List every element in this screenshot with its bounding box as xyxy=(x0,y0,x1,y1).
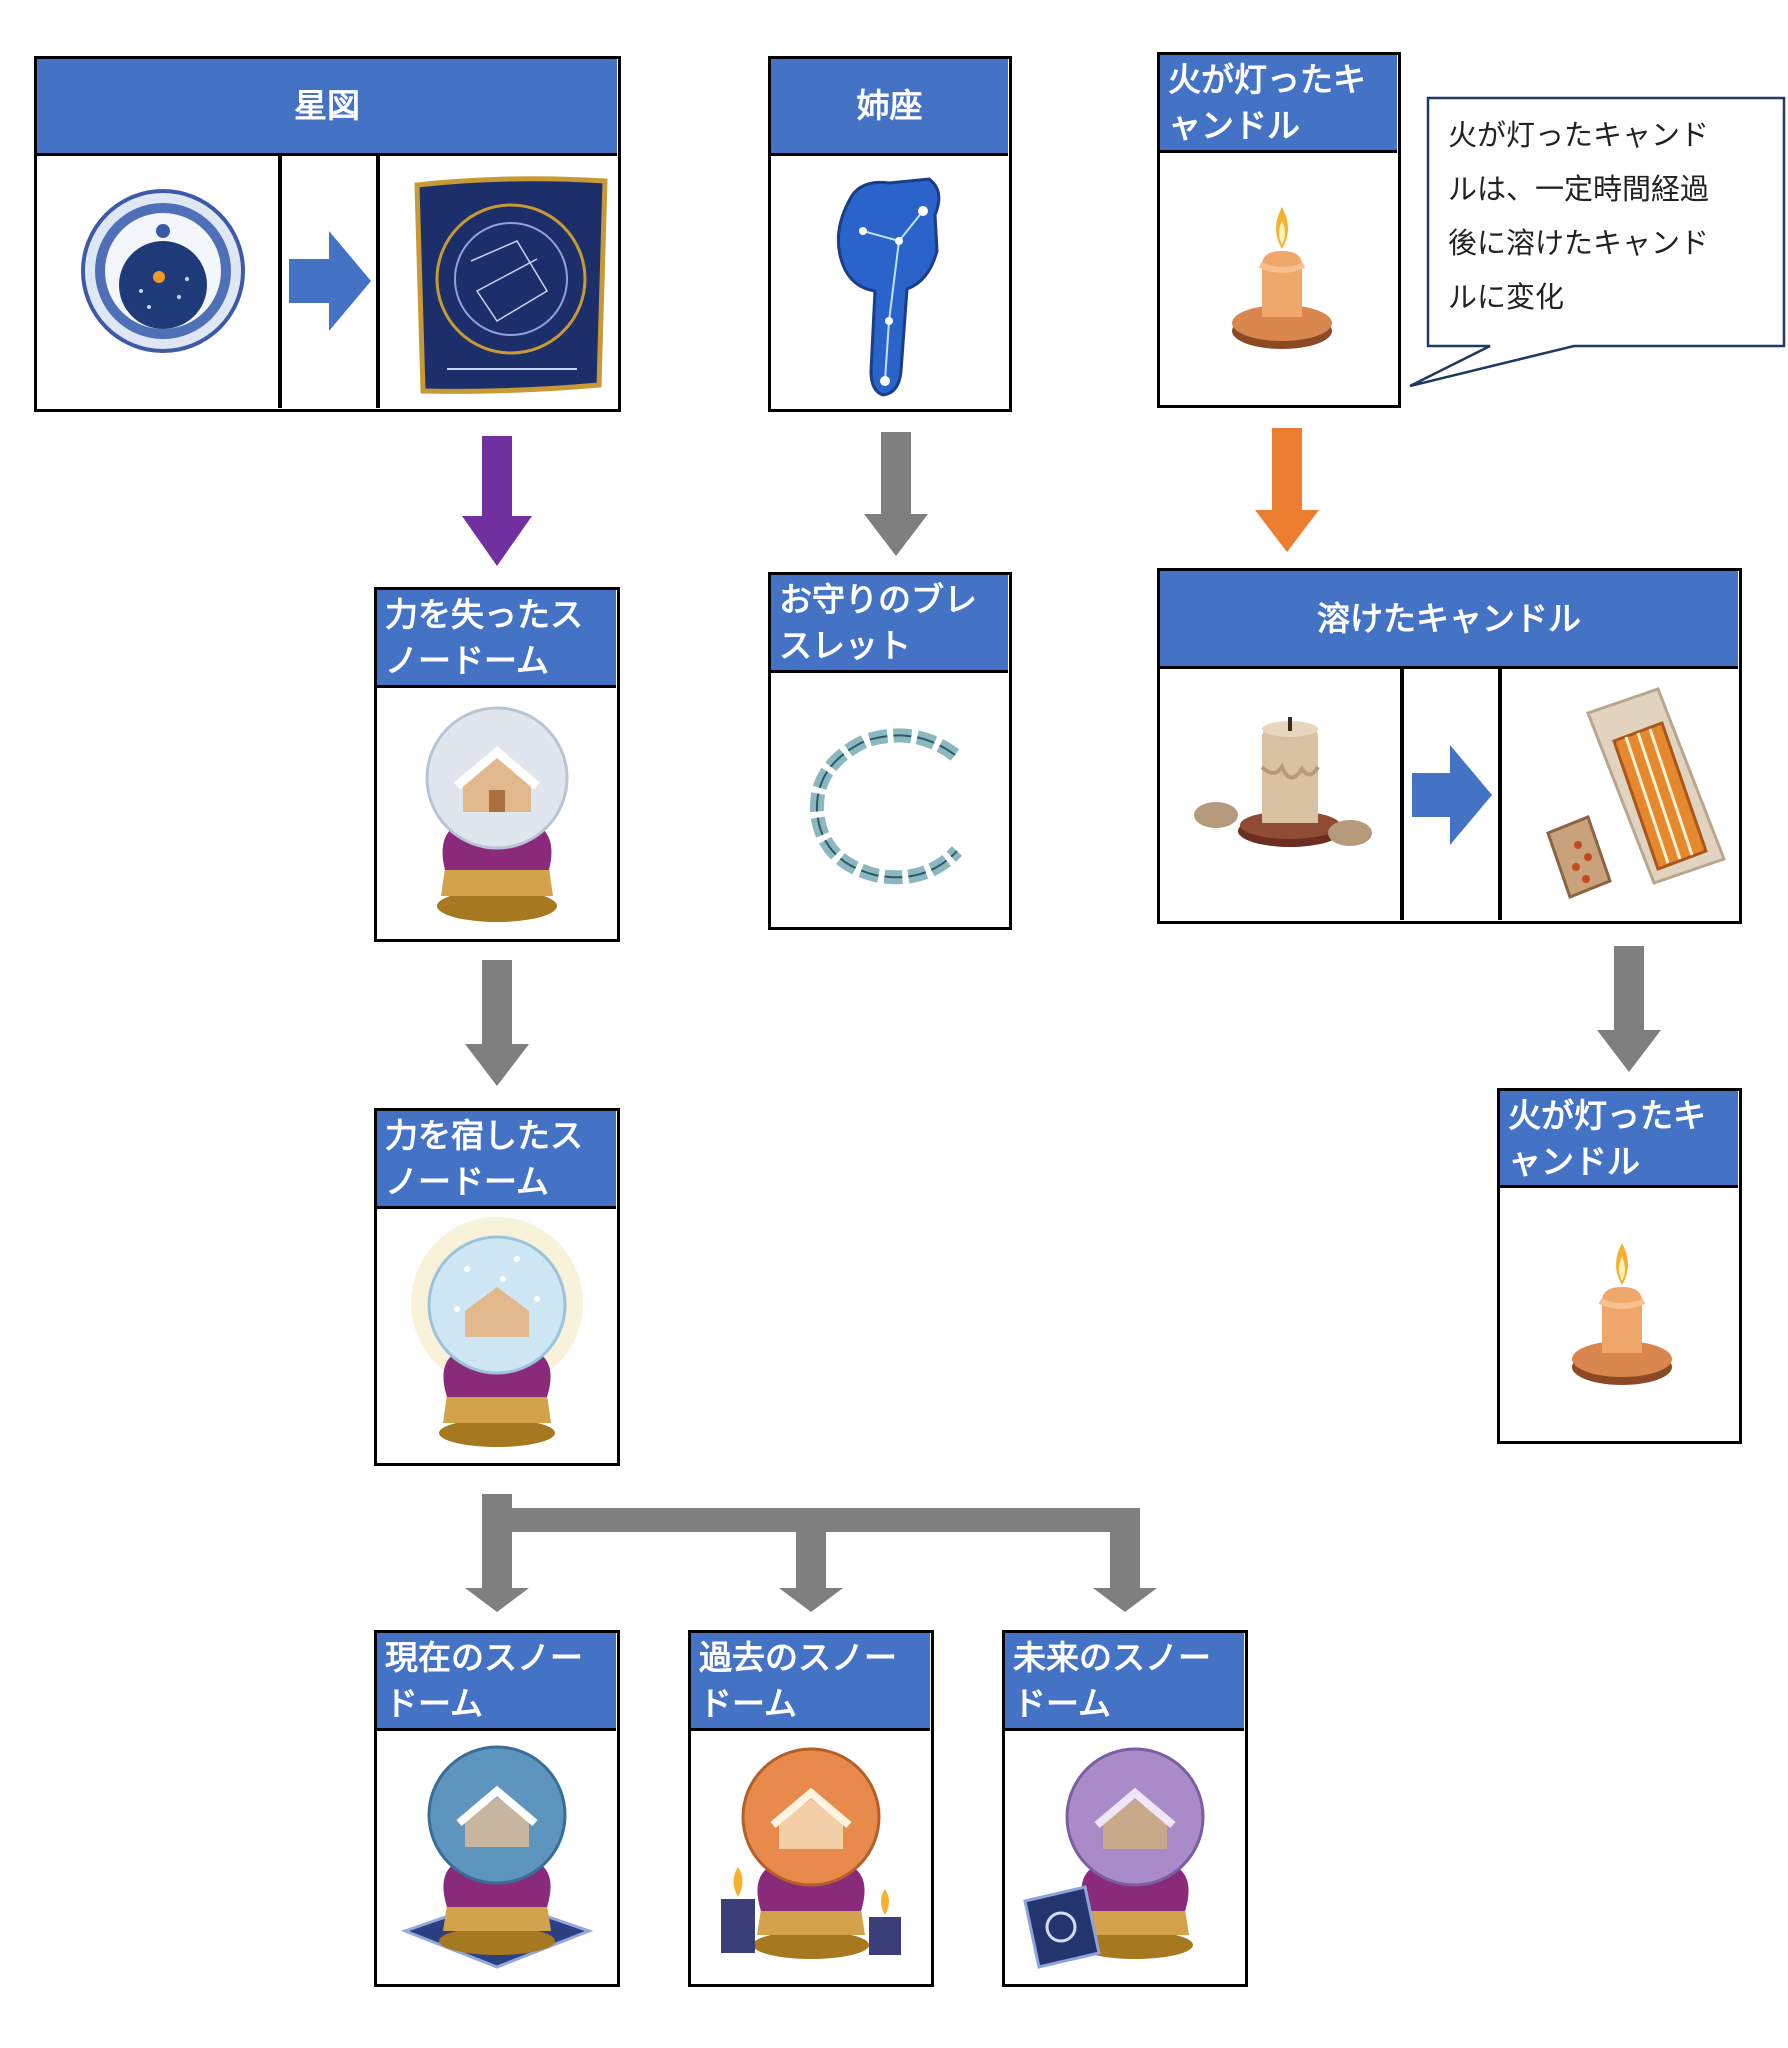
star-disk-icon xyxy=(81,189,245,353)
node-sister-constellation: 姉座 xyxy=(768,56,1012,412)
snowdome-dim-icon xyxy=(425,706,569,922)
lit-candle-icon xyxy=(1572,1243,1672,1385)
arrow-gray-bracelet xyxy=(864,432,928,556)
node-title: 現在のスノードーム xyxy=(377,1633,616,1731)
arrow-branch xyxy=(465,1494,1157,1612)
divider xyxy=(1400,669,1404,920)
callout-bubble xyxy=(1409,96,1786,388)
node-powered-snowdome: 力を宿したスノードーム xyxy=(374,1108,620,1466)
constellation-hand-icon xyxy=(836,177,941,397)
node-title: 姉座 xyxy=(771,59,1008,156)
snowdome-past-icon xyxy=(721,1747,901,1959)
node-title: 星図 xyxy=(37,59,617,156)
node-title: お守りのブレスレット xyxy=(771,575,1008,673)
divider xyxy=(1498,669,1502,920)
lit-candle-icon xyxy=(1232,207,1332,349)
melted-candle-icon xyxy=(1194,717,1372,847)
callout-text: 火が灯ったキャンド ルは、一定時間経過 後に溶けたキャンド ルに変化 xyxy=(1448,118,1710,314)
arrow-orange xyxy=(1255,428,1319,552)
divider xyxy=(278,156,282,408)
node-title: 過去のスノードーム xyxy=(691,1633,930,1731)
node-charm-bracelet: お守りのブレスレット xyxy=(768,572,1012,930)
node-title: 火が灯ったキャンドル xyxy=(1160,55,1397,153)
node-future-snowdome: 未来のスノードーム xyxy=(1002,1630,1248,1987)
node-title: 力を失ったスノードーム xyxy=(377,590,616,688)
arrow-gray-candle xyxy=(1597,946,1661,1072)
candle-box-icon xyxy=(1546,687,1726,899)
divider xyxy=(376,156,380,408)
chain-bracelet-icon xyxy=(809,728,963,885)
snowdome-present-icon xyxy=(400,1745,594,1969)
node-lost-power-snowdome: 力を失ったスノードーム xyxy=(374,587,620,942)
node-lit-candle-bottom: 火が灯ったキャンドル xyxy=(1497,1088,1742,1444)
node-title: 力を宿したスノードーム xyxy=(377,1111,616,1209)
node-title: 火が灯ったキャンドル xyxy=(1500,1091,1738,1188)
arrow-purple xyxy=(462,436,532,566)
node-lit-candle-top: 火が灯ったキャンドル xyxy=(1157,52,1401,408)
node-star-map: 星図 xyxy=(34,56,621,412)
node-title: 溶けたキャンドル xyxy=(1160,571,1738,669)
node-title: 未来のスノードーム xyxy=(1005,1633,1244,1731)
arrow-gray-snowdome xyxy=(465,960,529,1086)
node-present-snowdome: 現在のスノードーム xyxy=(374,1630,620,1987)
arrow-right-icon xyxy=(289,231,371,331)
snowdome-glowing-icon xyxy=(411,1217,583,1447)
node-past-snowdome: 過去のスノードーム xyxy=(688,1630,934,1987)
star-chart-icon xyxy=(414,176,608,394)
arrow-right-icon xyxy=(1412,745,1492,845)
node-melted-candle: 溶けたキャンドル xyxy=(1157,568,1742,924)
snowdome-future-icon xyxy=(1023,1747,1205,1969)
